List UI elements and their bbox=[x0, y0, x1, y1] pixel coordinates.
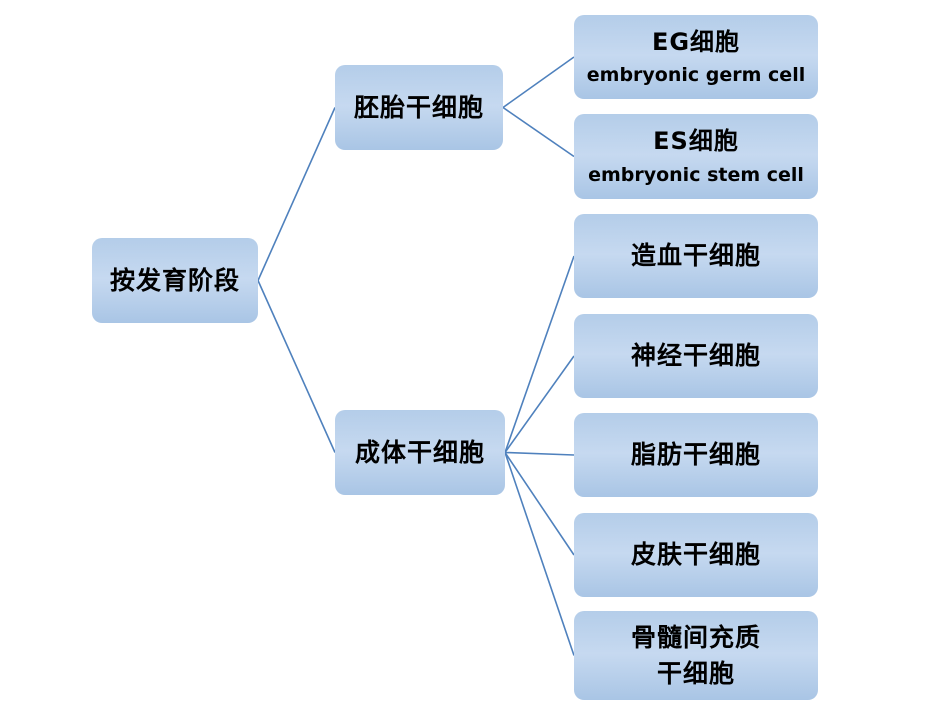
leaf-node-es-cell: ES细胞 embryonic stem cell bbox=[574, 114, 818, 199]
branch-node-embryonic-stem-cell: 胚胎干细胞 bbox=[335, 65, 503, 150]
leaf-node-label: 造血干细胞 bbox=[630, 241, 761, 271]
leaf-node-eg-cell: EG细胞 embryonic germ cell bbox=[574, 15, 818, 99]
branch-node-adult-stem-cell: 成体干细胞 bbox=[335, 410, 505, 495]
root-node-development-stage: 按发育阶段 bbox=[92, 238, 258, 323]
leaf-node-label-zh: ES细胞 bbox=[653, 127, 739, 156]
connector-adult-marrow bbox=[504, 452, 575, 656]
leaf-node-label-line1: 骨髓间充质 bbox=[630, 622, 761, 652]
branch-node-label: 成体干细胞 bbox=[354, 437, 485, 467]
leaf-node-adipose: 脂肪干细胞 bbox=[574, 413, 818, 497]
leaf-node-label: 脂肪干细胞 bbox=[630, 440, 761, 470]
leaf-node-label: 皮肤干细胞 bbox=[630, 540, 761, 570]
leaf-node-hematopoietic: 造血干细胞 bbox=[574, 214, 818, 298]
connector-embryonic-eg bbox=[502, 56, 575, 109]
leaf-node-bone-marrow-mesenchymal: 骨髓间充质 干细胞 bbox=[574, 611, 818, 700]
connector-adult-skin bbox=[504, 452, 575, 556]
leaf-node-neural: 神经干细胞 bbox=[574, 314, 818, 398]
connector-adult-adipose bbox=[504, 451, 575, 456]
leaf-node-label-zh: EG细胞 bbox=[651, 28, 741, 56]
connector-adult-neural bbox=[504, 355, 575, 453]
connector-embryonic-es bbox=[502, 106, 575, 158]
connector-root-embryonic bbox=[257, 107, 336, 281]
leaf-node-label: 神经干细胞 bbox=[630, 341, 761, 371]
root-node-label: 按发育阶段 bbox=[109, 265, 240, 295]
leaf-node-label-line2: 干细胞 bbox=[656, 658, 735, 688]
connector-adult-hema bbox=[504, 255, 575, 453]
connector-root-adult bbox=[257, 280, 336, 453]
leaf-node-skin: 皮肤干细胞 bbox=[574, 513, 818, 597]
leaf-node-label-en: embryonic germ cell bbox=[586, 64, 806, 87]
branch-node-label: 胚胎干细胞 bbox=[353, 92, 484, 122]
leaf-node-label-en: embryonic stem cell bbox=[588, 163, 804, 186]
